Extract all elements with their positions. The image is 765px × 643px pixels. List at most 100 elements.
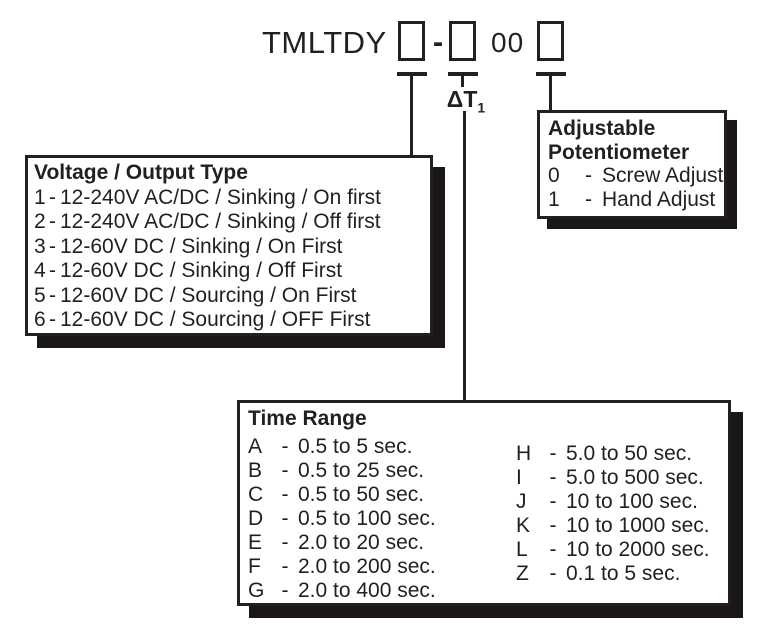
potentiometer-box-title-line1: Adjustable <box>548 117 656 140</box>
option-dash: - <box>281 579 289 602</box>
option-code: D <box>248 507 264 530</box>
option-dash: - <box>549 490 557 513</box>
option-desc: 10 to 1000 sec. <box>566 514 710 537</box>
option-dash: - <box>281 531 289 554</box>
option-code: L <box>516 538 528 561</box>
time-range-columns: A - 0.5 to 5 sec. B - 0.5 to 25 sec. C -… <box>248 435 720 603</box>
model-dash-text: - <box>432 24 444 59</box>
option-code: B <box>248 459 263 482</box>
time-range-connector-stem <box>461 72 464 87</box>
option-code: 1 <box>548 187 560 211</box>
option-desc: 0.5 to 5 sec. <box>298 435 413 458</box>
time-range-digit-box <box>449 21 476 61</box>
option-dash: - <box>281 459 289 482</box>
option-code: 0 <box>548 164 560 187</box>
model-prefix-text: TMLTDY <box>262 25 387 60</box>
option-dash: - <box>585 187 592 211</box>
time-range-option-row: G - 2.0 to 400 sec. <box>248 579 516 603</box>
time-range-option-row: F - 2.0 to 200 sec. <box>248 555 516 579</box>
time-range-option-row: J - 10 to 100 sec. <box>516 490 720 514</box>
option-code: Z <box>516 562 529 585</box>
option-desc: 12-60V DC / Sinking / Off First <box>60 259 343 282</box>
time-range-box: Time Range A - 0.5 to 5 sec. B - 0.5 to … <box>237 400 731 606</box>
delta-t-subscript: 1 <box>477 99 486 116</box>
option-desc: 2.0 to 400 sec. <box>298 579 436 602</box>
adjustable-potentiometer-box: Adjustable Potentiometer 0 - Screw Adjus… <box>537 110 727 219</box>
voltage-box-title: Voltage / Output Type <box>34 161 248 184</box>
voltage-option-row: 6 - 12-60V DC / Sourcing / OFF First <box>34 308 424 333</box>
option-code: C <box>248 483 264 506</box>
option-code: A <box>248 435 263 458</box>
option-code: 6 <box>34 308 46 331</box>
voltage-option-row: 4 - 12-60V DC / Sinking / Off First <box>34 259 424 284</box>
option-dash: - <box>49 234 56 258</box>
option-desc: 10 to 2000 sec. <box>566 538 710 561</box>
option-desc: 5.0 to 50 sec. <box>566 442 693 465</box>
option-code: F <box>248 555 261 578</box>
option-dash: - <box>281 435 289 458</box>
option-desc: 12-60V DC / Sinking / On First <box>60 234 343 258</box>
voltage-option-row: 2 - 12-240V AC/DC / Sinking / Off first <box>34 210 424 235</box>
option-dash: - <box>549 442 557 465</box>
time-range-option-row: K - 10 to 1000 sec. <box>516 514 720 538</box>
time-range-option-row: A - 0.5 to 5 sec. <box>248 435 516 459</box>
voltage-connector-line <box>410 72 413 158</box>
potentiometer-digit-box <box>537 21 564 61</box>
option-desc: 10 to 100 sec. <box>566 490 698 513</box>
time-range-option-row: Z - 0.1 to 5 sec. <box>516 562 720 586</box>
option-dash: - <box>281 507 289 530</box>
option-desc: 12-60V DC / Sourcing / OFF First <box>60 308 371 331</box>
option-dash: - <box>549 466 557 489</box>
potentiometer-connector-line <box>549 72 552 113</box>
time-range-option-row: H - 5.0 to 50 sec. <box>516 442 720 466</box>
option-desc: 0.5 to 25 sec. <box>298 459 425 482</box>
option-desc: 0.5 to 50 sec. <box>298 483 425 506</box>
option-dash: - <box>49 283 56 307</box>
voltage-output-type-box: Voltage / Output Type 1 - 12-240V AC/DC … <box>25 155 433 336</box>
time-range-option-row: E - 2.0 to 20 sec. <box>248 531 516 555</box>
voltage-option-row: 5 - 12-60V DC / Sourcing / On First <box>34 284 424 309</box>
voltage-digit-box <box>398 21 425 61</box>
option-dash: - <box>549 514 557 537</box>
option-code: H <box>516 442 532 465</box>
option-dash: - <box>549 538 557 561</box>
option-desc: 5.0 to 500 sec. <box>566 466 704 489</box>
potentiometer-option-row: 1 - Hand Adjust <box>548 188 716 212</box>
option-code: 5 <box>34 283 46 307</box>
option-dash: - <box>281 483 289 506</box>
model-fixed-digits-text: 00 <box>491 27 525 58</box>
option-desc: Hand Adjust <box>602 187 716 211</box>
time-range-option-row: L - 10 to 2000 sec. <box>516 538 720 562</box>
potentiometer-option-row: 0 - Screw Adjust <box>548 164 723 188</box>
option-dash: - <box>49 210 56 233</box>
option-dash: - <box>49 185 56 209</box>
option-code: G <box>248 579 265 602</box>
option-dash: - <box>49 259 56 282</box>
option-code: J <box>516 490 527 513</box>
option-code: 4 <box>34 259 46 282</box>
option-desc: 0.1 to 5 sec. <box>566 562 681 585</box>
option-code: I <box>516 466 522 489</box>
voltage-option-row: 1 - 12-240V AC/DC / Sinking / On first <box>34 186 424 211</box>
option-code: E <box>248 531 263 554</box>
option-desc: 12-240V AC/DC / Sinking / Off first <box>60 210 381 233</box>
option-code: K <box>516 514 531 537</box>
option-desc: 12-60V DC / Sourcing / On First <box>60 283 357 307</box>
delta-t-base: ΔT <box>446 86 478 112</box>
time-range-connector-line <box>463 111 466 403</box>
option-desc: Screw Adjust <box>602 164 724 187</box>
option-desc: 0.5 to 100 sec. <box>298 507 436 530</box>
time-range-box-title: Time Range <box>248 407 367 430</box>
option-code: 2 <box>34 210 46 233</box>
option-code: 3 <box>34 234 46 258</box>
voltage-option-row: 3 - 12-60V DC / Sinking / On First <box>34 235 424 260</box>
option-dash: - <box>585 164 592 187</box>
option-dash: - <box>281 555 289 578</box>
option-desc: 12-240V AC/DC / Sinking / On first <box>60 185 381 209</box>
time-range-left-column: A - 0.5 to 5 sec. B - 0.5 to 25 sec. C -… <box>248 435 516 603</box>
option-code: 1 <box>34 185 46 209</box>
option-desc: 2.0 to 200 sec. <box>298 555 436 578</box>
time-range-option-row: C - 0.5 to 50 sec. <box>248 483 516 507</box>
option-dash: - <box>549 562 557 585</box>
